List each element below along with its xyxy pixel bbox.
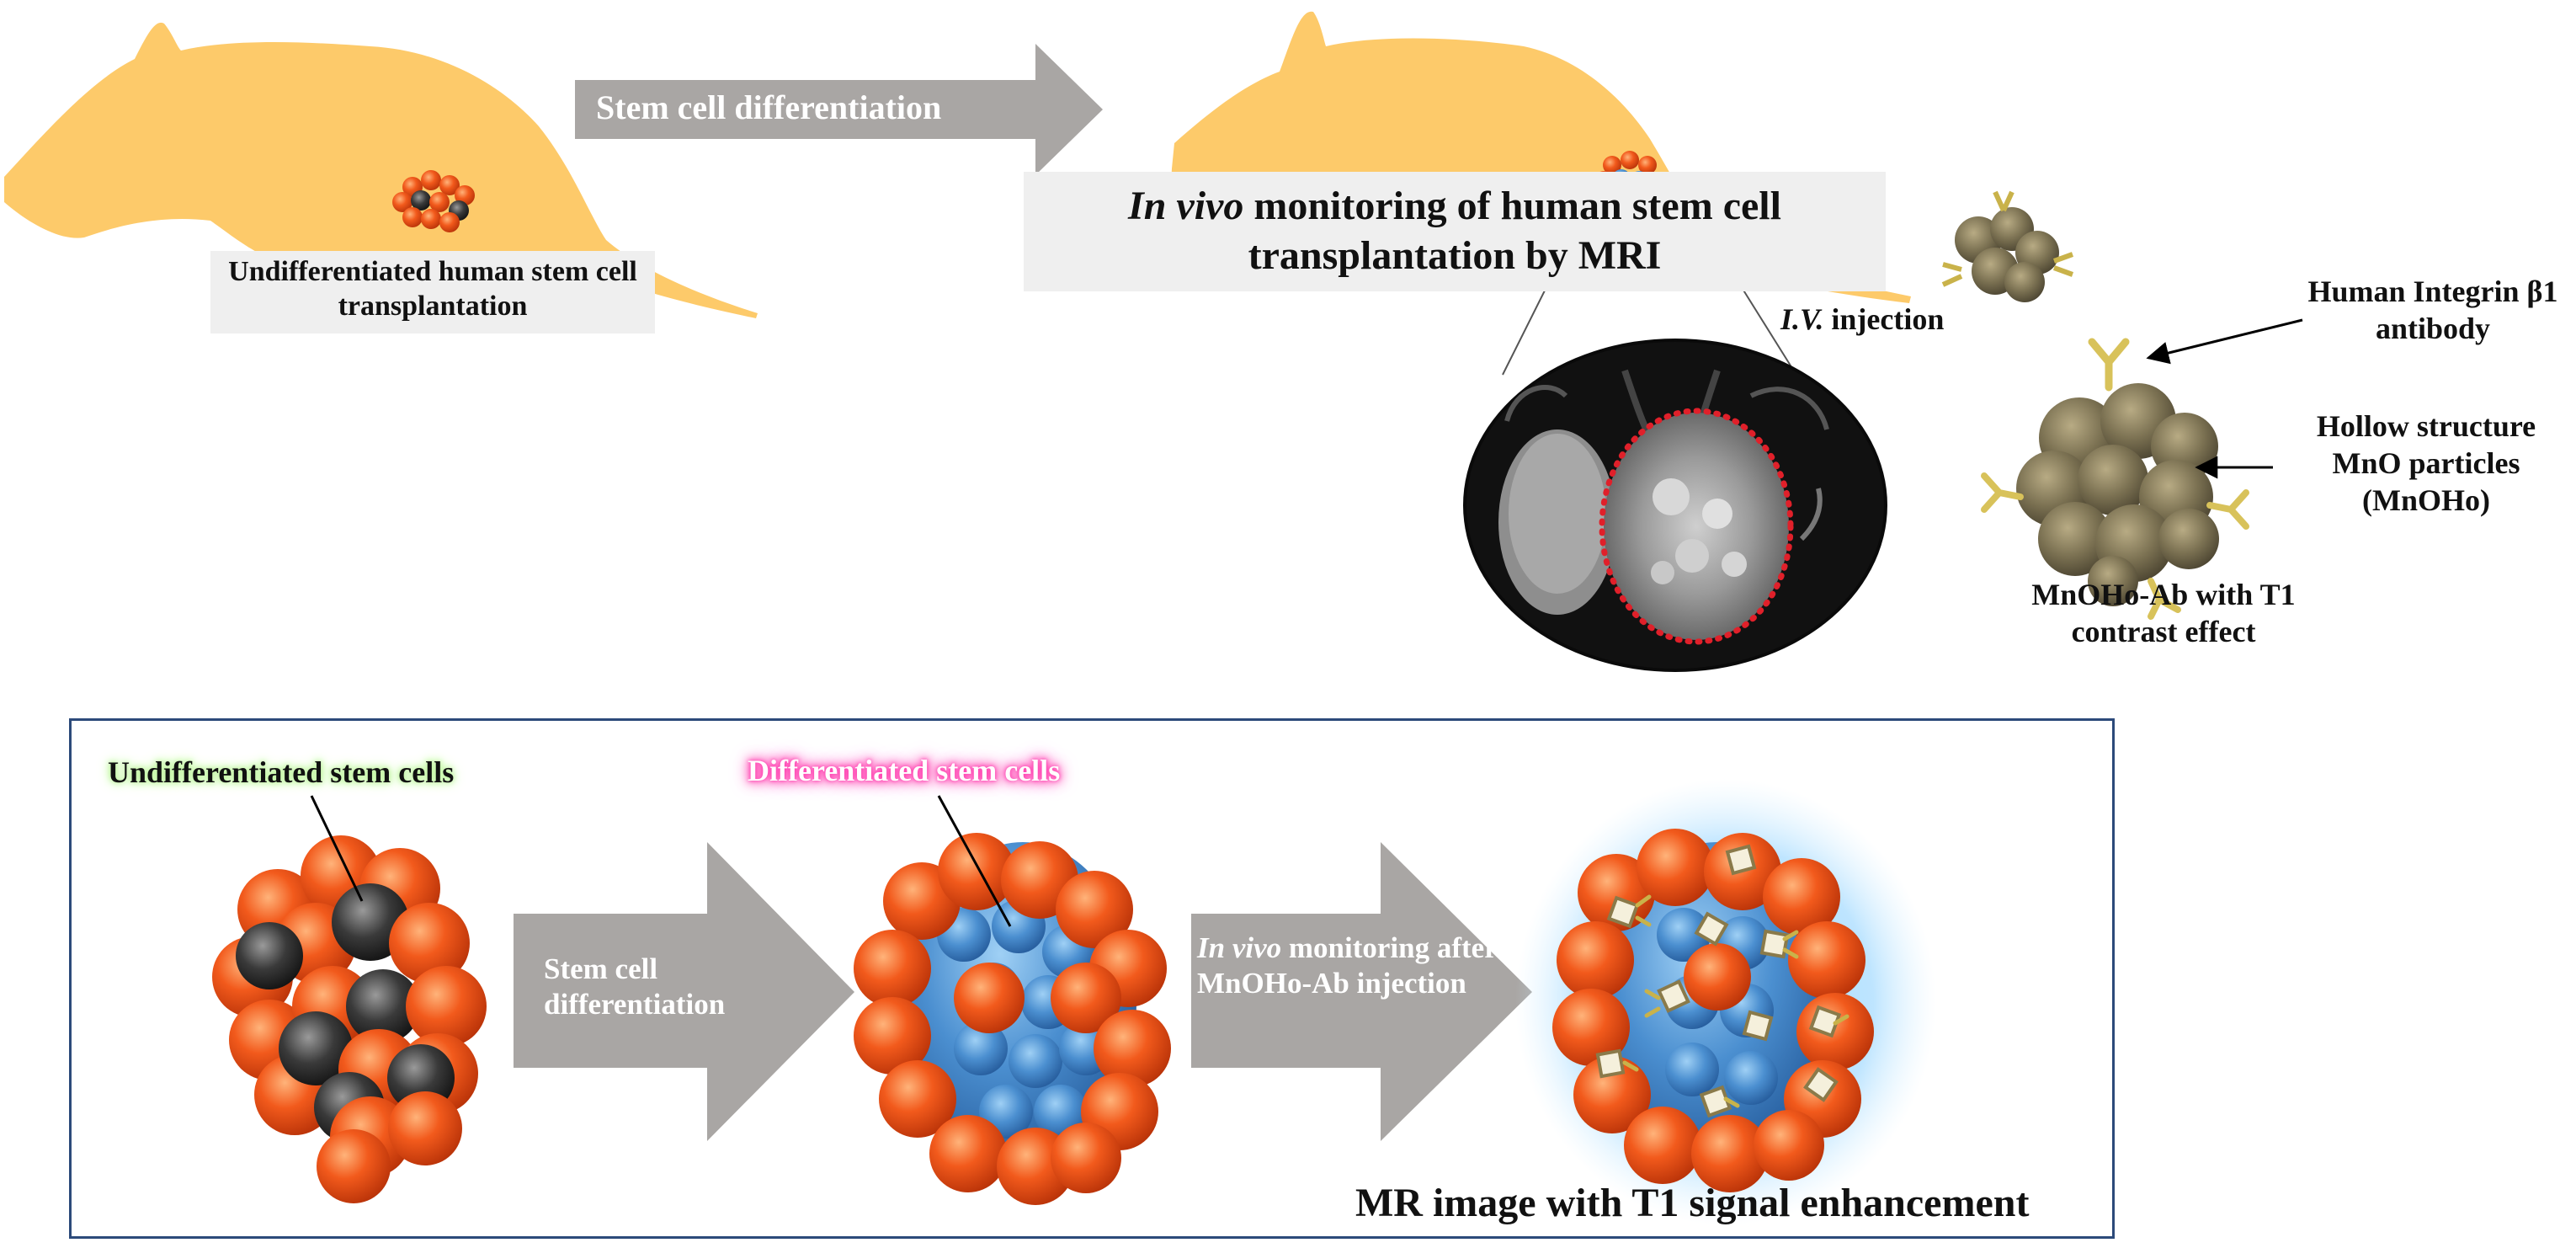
undiff-pointer: [310, 795, 364, 902]
cell-cluster-enhanced: [1515, 779, 1936, 1225]
antibody-pointer: [2146, 318, 2303, 365]
mnoho-particle-medium: [1941, 190, 2074, 302]
process-panel: [69, 718, 2115, 1239]
cell-cluster-differentiated: [854, 833, 1171, 1205]
arrow-top-differentiation: [575, 44, 1103, 175]
mouse1-label: Undifferentiated human stem cell transpl…: [210, 251, 655, 333]
iv-italic: I.V.: [1780, 302, 1824, 336]
mouse-silhouette-1: [4, 22, 758, 318]
mnoho-ab-particle-large: [1981, 338, 2249, 620]
panel-arrow1-label: Stem cell differentiation: [544, 952, 726, 1021]
top-arrow-label: Stem cell differentiation: [596, 88, 942, 126]
mr-image-label: MR image with T1 signal enhancement: [1355, 1181, 2030, 1225]
diff-cells-label: Differentiated stem cells: [748, 754, 1061, 787]
panel-arrow2-label: In vivo monitoring after MnOHo-Ab inject…: [1197, 931, 1509, 1001]
mnoho-ab-label: MnOHo-Ab with T1 contrast effect: [2031, 578, 2296, 648]
panel-arrow2-italic: In vivo: [1197, 931, 1282, 964]
monitoring-rest: monitoring of human stem cell transplant…: [1243, 184, 1781, 278]
diff-pointer: [937, 795, 1012, 927]
cell-cluster-small-1: [392, 170, 475, 232]
hollow-mno-label: Hollow structure MnO particles (MnOHo): [2316, 409, 2536, 517]
arrow-panel-monitoring: [1191, 842, 1532, 1141]
iv-rest: injection: [1823, 302, 1945, 336]
antibody-label: Human Integrin β1 antibody: [2307, 275, 2558, 345]
arrow-panel-differentiation: [514, 842, 854, 1141]
monitoring-italic: In vivo: [1128, 184, 1244, 228]
monitoring-title: In vivo monitoring of human stem cell tr…: [1024, 172, 1886, 291]
undiff-cells-label: Undifferentiated stem cells: [108, 755, 455, 789]
cell-cluster-undifferentiated: [212, 835, 487, 1203]
mri-image: [1463, 339, 1887, 672]
panel-arrow2-rest: monitoring after MnOHo-Ab injection: [1197, 931, 1498, 1000]
iv-injection-label: I.V. injection: [1780, 301, 1999, 339]
